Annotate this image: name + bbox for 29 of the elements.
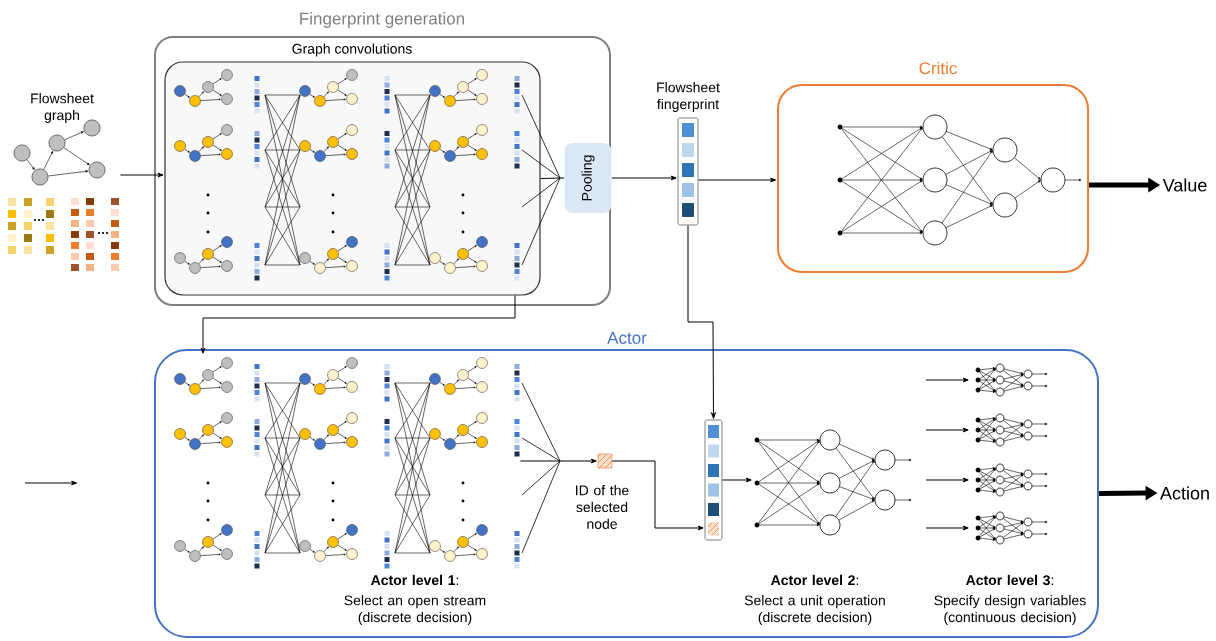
node-label: Flowsheet fingerprint	[657, 82, 720, 112]
arrow	[200, 295, 516, 354]
output-label: Value	[1162, 178, 1207, 192]
connector-line	[540, 177, 565, 179]
arrow	[519, 458, 597, 464]
arrow	[925, 525, 969, 531]
arrow	[119, 172, 164, 178]
level-heading: Actor level 3:	[966, 574, 1054, 586]
arrow	[687, 225, 716, 419]
level-caption: Select an open stream (discrete decision)	[344, 595, 486, 625]
arrow	[611, 460, 704, 531]
node-label: Actor	[607, 332, 647, 344]
arrow	[925, 477, 969, 483]
arrow	[925, 377, 969, 383]
level-caption: Specify design variables (continuous decision)	[934, 595, 1086, 625]
module-panel: Critic	[777, 61, 1089, 273]
node-label: ID of the selected node	[576, 485, 629, 529]
arrow	[698, 177, 777, 183]
state-vector	[704, 419, 723, 541]
arrow	[611, 175, 677, 181]
output-label: Action	[1160, 486, 1209, 500]
arrow	[722, 477, 752, 483]
level-heading: Actor level 1:	[371, 574, 459, 586]
level-heading: Actor level 2:	[771, 574, 859, 586]
pooling-box: Pooling	[564, 143, 612, 213]
level-caption: Select a unit operation (discrete decision)	[744, 595, 885, 625]
node-label: Fingerprint generation	[300, 12, 465, 28]
arrow	[925, 427, 969, 433]
node-label: Flowsheet graph	[31, 93, 94, 123]
